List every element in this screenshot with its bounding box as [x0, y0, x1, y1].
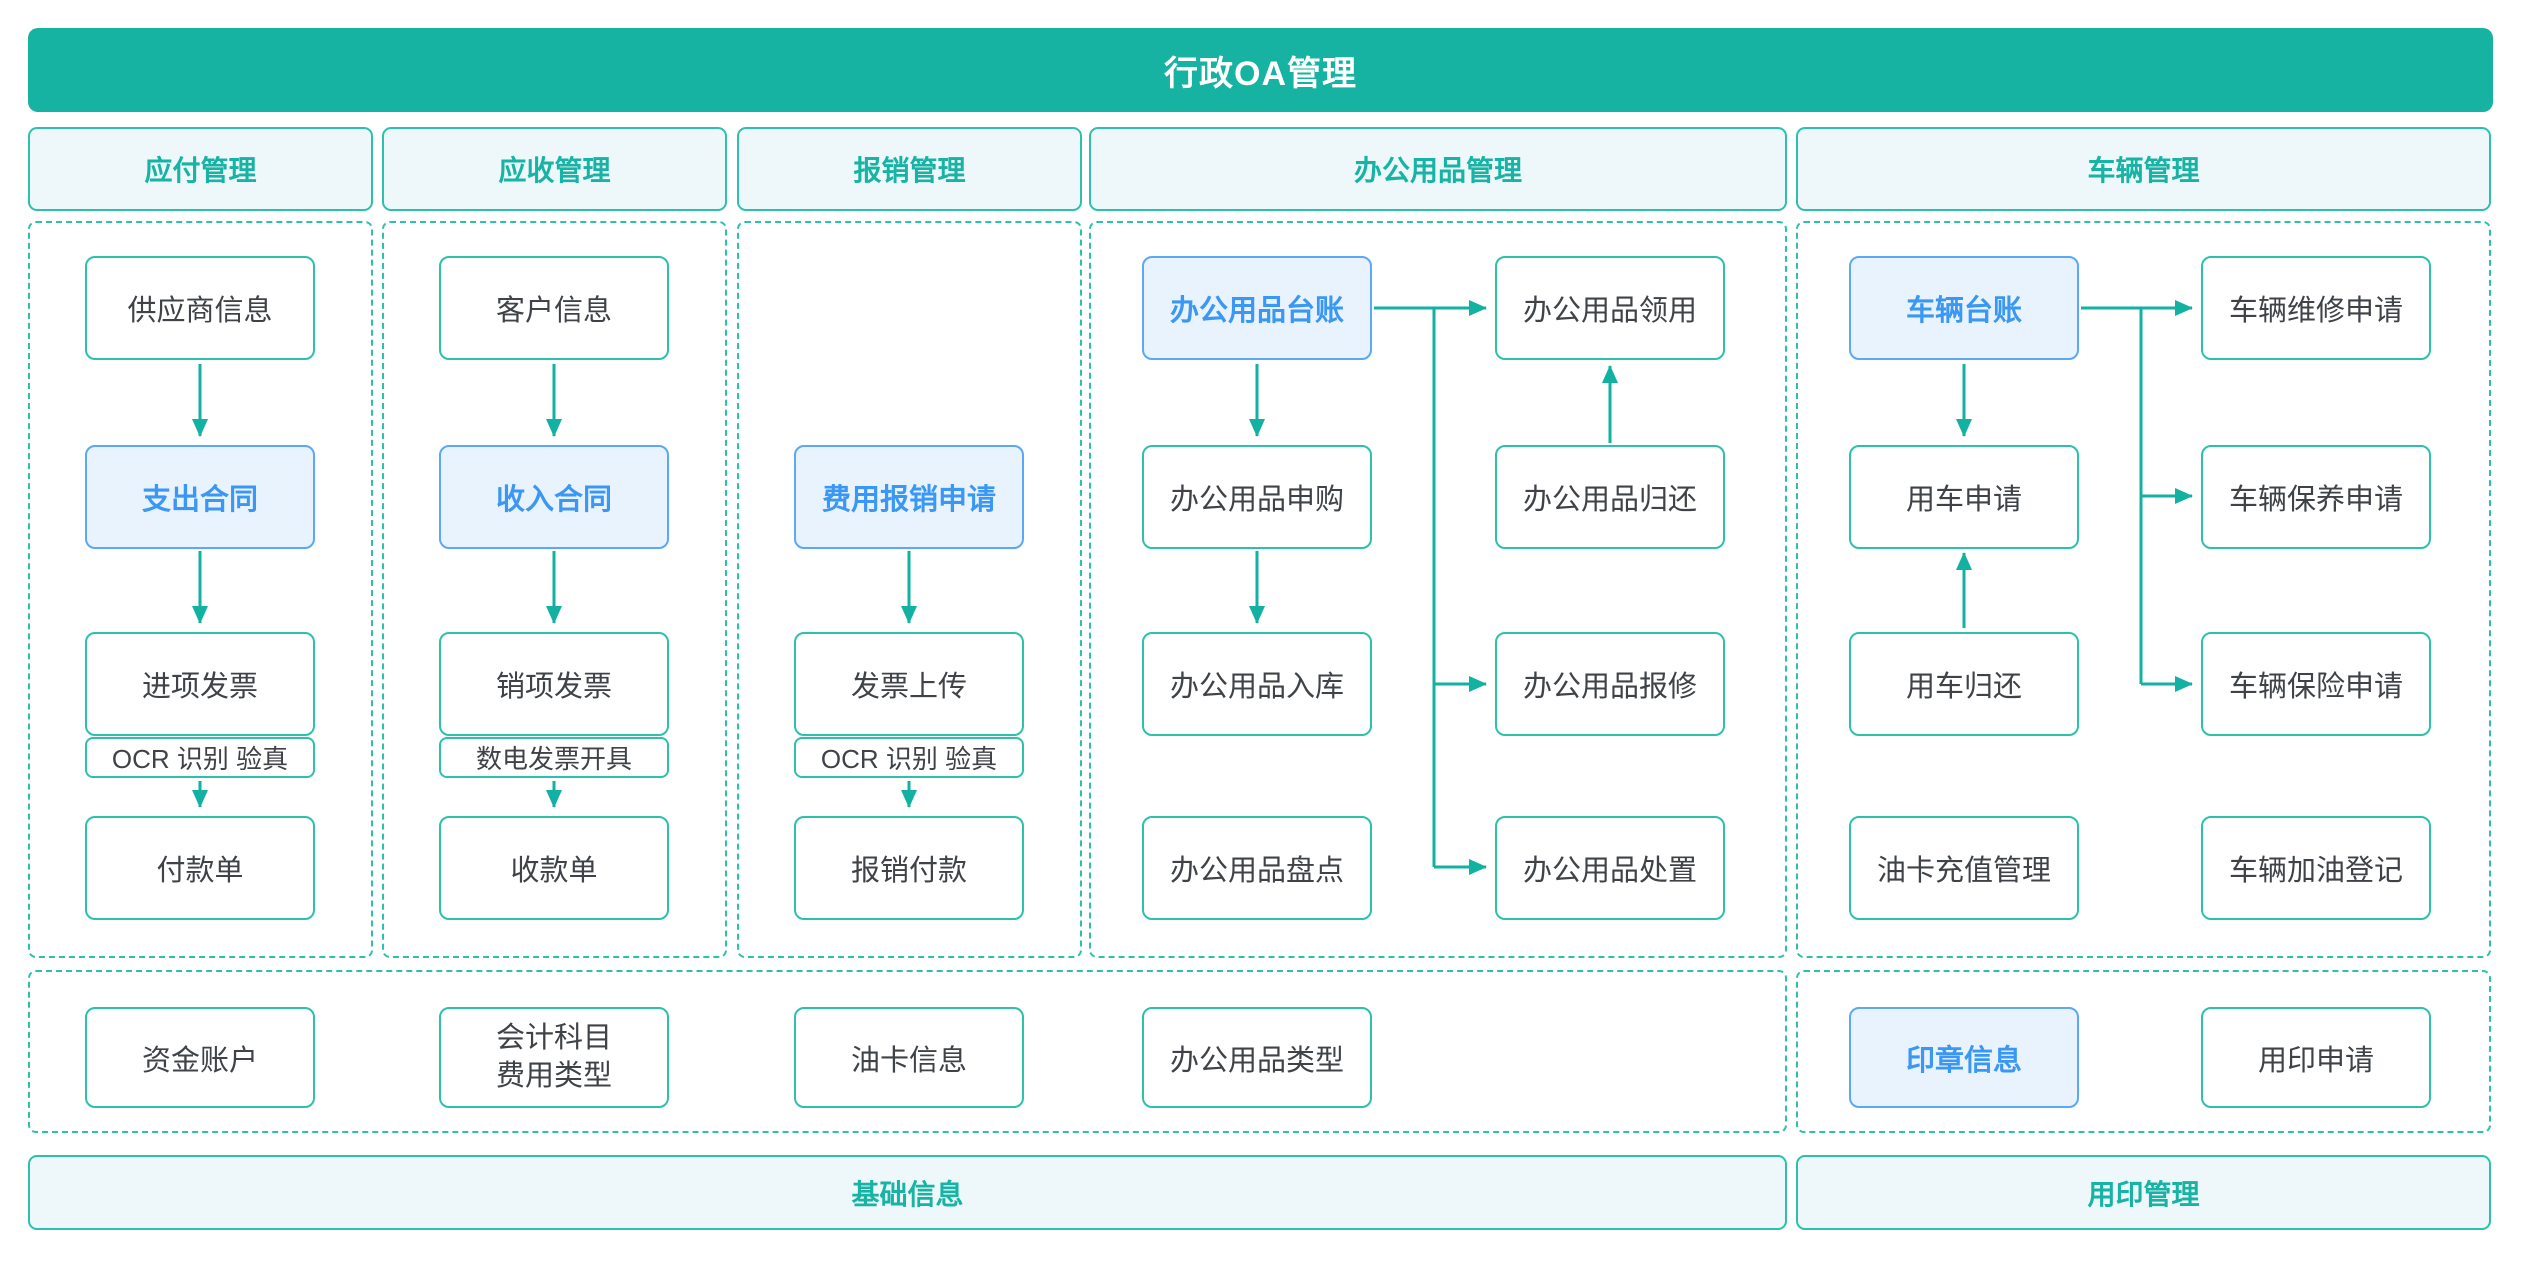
node-payment-slip: 付款单 [85, 816, 315, 920]
node-customer-info: 客户信息 [439, 256, 669, 360]
node-output-invoice: 销项发票 [439, 632, 669, 736]
node-office-inbound: 办公用品入库 [1142, 632, 1372, 736]
node-ocr-verify-payable: OCR 识别 验真 [85, 737, 315, 778]
column-header-vehicle: 车辆管理 [1796, 127, 2491, 211]
seal-zone [1796, 970, 2491, 1133]
node-fuel-card-recharge: 油卡充值管理 [1849, 816, 2079, 920]
node-vehicle-insurance-apply: 车辆保险申请 [2201, 632, 2431, 736]
node-vehicle-ledger: 车辆台账 [1849, 256, 2079, 360]
vehicle-zone [1796, 221, 2491, 958]
node-einvoice-issue: 数电发票开具 [439, 737, 669, 778]
bar-basic-info: 基础信息 [28, 1155, 1787, 1230]
node-vehicle-use-apply: 用车申请 [1849, 445, 2079, 549]
bar-seal-manage: 用印管理 [1796, 1155, 2491, 1230]
office-zone [1089, 221, 1787, 958]
node-seal-apply: 用印申请 [2201, 1007, 2431, 1108]
node-accounting-subject-expense-type: 会计科目 费用类型 [439, 1007, 669, 1108]
column-header-reimburse: 报销管理 [737, 127, 1082, 211]
basic-info-zone [28, 970, 1787, 1133]
node-vehicle-refuel-register: 车辆加油登记 [2201, 816, 2431, 920]
node-vehicle-repair-apply: 车辆维修申请 [2201, 256, 2431, 360]
node-input-invoice: 进项发票 [85, 632, 315, 736]
node-expense-reimburse-apply: 费用报销申请 [794, 445, 1024, 549]
node-invoice-upload: 发票上传 [794, 632, 1024, 736]
receivable-zone [382, 221, 727, 958]
accounting-subject-label: 会计科目 费用类型 [495, 1021, 612, 1092]
node-office-purchase: 办公用品申购 [1142, 445, 1372, 549]
node-vehicle-maintain-apply: 车辆保养申请 [2201, 445, 2431, 549]
node-fuel-card-info: 油卡信息 [794, 1007, 1024, 1108]
node-seal-info: 印章信息 [1849, 1007, 2079, 1108]
reimburse-zone [737, 221, 1082, 958]
payable-zone [28, 221, 373, 958]
node-expense-contract: 支出合同 [85, 445, 315, 549]
node-fund-account: 资金账户 [85, 1007, 315, 1108]
node-office-ledger: 办公用品台账 [1142, 256, 1372, 360]
node-office-giveback: 办公用品归还 [1495, 445, 1725, 549]
node-ocr-verify-reimburse: OCR 识别 验真 [794, 737, 1024, 778]
node-office-collect: 办公用品领用 [1495, 256, 1725, 360]
node-office-repair: 办公用品报修 [1495, 632, 1725, 736]
node-reimburse-payment: 报销付款 [794, 816, 1024, 920]
node-office-dispose: 办公用品处置 [1495, 816, 1725, 920]
column-header-office: 办公用品管理 [1089, 127, 1787, 211]
node-receipt-slip: 收款单 [439, 816, 669, 920]
column-header-receivable: 应收管理 [382, 127, 727, 211]
page-title: 行政OA管理 [28, 28, 2493, 112]
node-supplier-info: 供应商信息 [85, 256, 315, 360]
node-vehicle-use-return: 用车归还 [1849, 632, 2079, 736]
column-header-payable: 应付管理 [28, 127, 373, 211]
node-office-type: 办公用品类型 [1142, 1007, 1372, 1108]
node-office-inventory: 办公用品盘点 [1142, 816, 1372, 920]
node-income-contract: 收入合同 [439, 445, 669, 549]
